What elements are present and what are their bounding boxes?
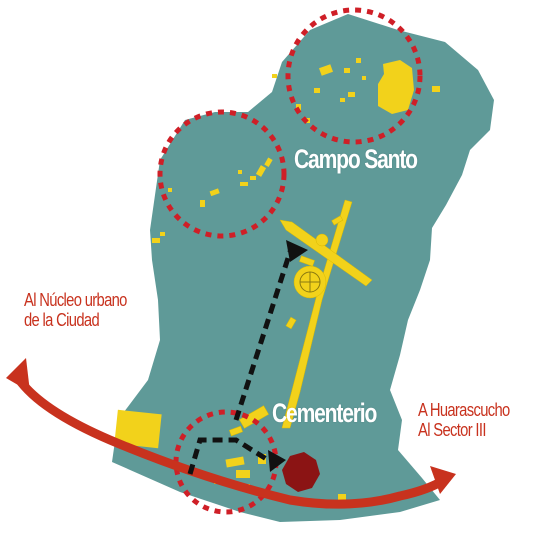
label-urban-core: Al Núcleo urbano de la Ciudad [24, 290, 127, 330]
label-campo-santo: Campo Santo [294, 144, 418, 174]
path-arrowhead-top-icon [286, 240, 308, 262]
route-arrowhead-east-icon [430, 466, 456, 494]
circle-campo-santo [285, 7, 423, 145]
label-urban-line2: de la Ciudad [24, 310, 100, 331]
label-urban-line1: Al Núcleo urbano [24, 290, 127, 310]
campo-santo-structures [272, 58, 440, 123]
large-structure [378, 60, 414, 114]
central-axis-details [299, 271, 321, 293]
square-structure [114, 409, 162, 449]
route-arrowhead-west-icon [6, 358, 30, 392]
label-huara-line1: A Huarascucho [418, 400, 510, 420]
label-cementerio: Cementerio [272, 398, 377, 428]
route-curve [13, 373, 449, 509]
landmark-octagon-icon [282, 452, 320, 492]
label-huara-line2: Al Sector III [418, 420, 486, 441]
west-cluster-structures [152, 157, 273, 243]
circle-west [157, 109, 287, 239]
path-arrowhead-bottom-icon [268, 450, 286, 472]
label-huarascucho: A Huarascucho Al Sector III [418, 400, 510, 440]
